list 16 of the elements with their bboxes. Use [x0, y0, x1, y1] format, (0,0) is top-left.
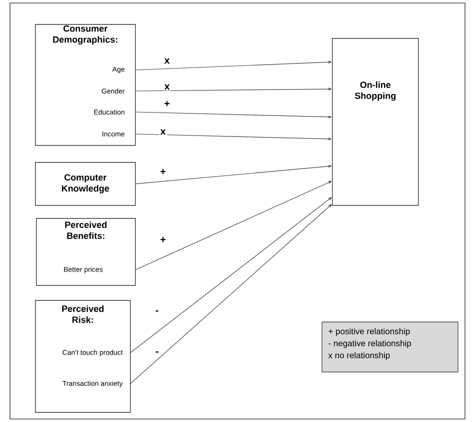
edge-label: -: [154, 350, 160, 356]
edge-label: -: [154, 309, 160, 315]
edge-label: x: [163, 83, 171, 91]
arrow: [130, 197, 332, 354]
edge-label: x: [163, 57, 171, 65]
legend-text: - negative relationship: [328, 340, 411, 348]
arrow: [134, 181, 332, 270]
arrow: [130, 204, 332, 384]
legend-text: x no relationship: [328, 352, 390, 360]
edge-label: +: [163, 100, 171, 108]
edge-label: +: [159, 168, 167, 176]
edge-label: x: [159, 128, 167, 136]
factor-box: Computer Knowledge: [35, 162, 136, 206]
outcome-box: On-line Shopping: [332, 38, 419, 206]
edge-label: +: [159, 236, 167, 244]
legend-text: + positive relationship: [328, 328, 410, 336]
